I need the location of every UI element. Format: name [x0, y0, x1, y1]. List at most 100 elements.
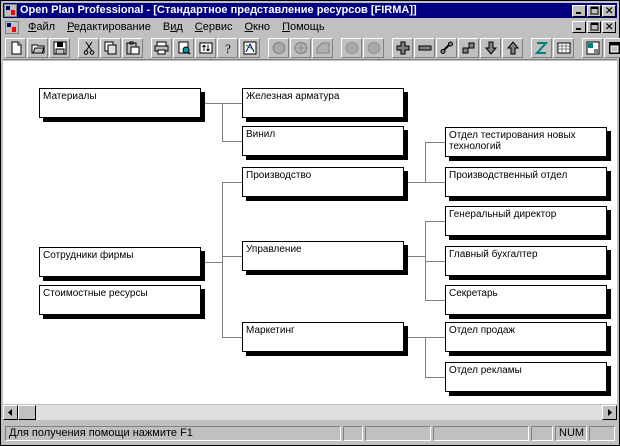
diagram-node-management[interactable]: Управление — [242, 241, 404, 271]
menu-item-service[interactable]: Сервис — [194, 21, 233, 33]
layout-icon[interactable] — [582, 37, 603, 58]
window-controls — [572, 4, 616, 17]
diagram-node-iron-fittings[interactable]: Железная арматура — [242, 88, 404, 118]
restore-button[interactable] — [587, 4, 601, 17]
connector-line — [425, 337, 426, 377]
connector-line — [222, 103, 242, 104]
diagram-node-label: Главный бухгалтер — [449, 249, 538, 260]
ellipse-filled-icon[interactable] — [268, 37, 289, 58]
horizontal-scrollbar[interactable] — [3, 405, 617, 420]
connector-line — [404, 256, 425, 257]
diagram-node-label: Отдел тестирования новых технологий — [449, 130, 576, 152]
connector-line — [425, 377, 445, 378]
connector-line — [425, 142, 426, 182]
connector-line — [201, 262, 222, 263]
status-num-indicator: NUM — [555, 426, 587, 441]
connector-line — [222, 256, 242, 257]
diagram-node-general-director[interactable]: Генеральный директор — [445, 206, 607, 236]
connector-line — [425, 142, 445, 143]
diagram-node-marketing[interactable]: Маркетинг — [242, 322, 404, 352]
connector-line — [222, 337, 242, 338]
child-minimize-button[interactable] — [572, 21, 586, 33]
menu-item-edit[interactable]: Редактирование — [67, 21, 151, 33]
ellipse-pattern-icon[interactable] — [290, 37, 311, 58]
open-folder-icon[interactable] — [27, 37, 48, 58]
document-icon[interactable] — [5, 20, 19, 34]
circle-gray2-icon[interactable] — [363, 37, 384, 58]
diagram-node-secretary[interactable]: Секретарь — [445, 285, 607, 315]
close-button[interactable] — [602, 4, 616, 17]
diagram-node-label: Отдел продаж — [449, 325, 516, 336]
connector-line — [404, 182, 425, 183]
title-bar: Open Plan Professional - [Стандартное пр… — [3, 3, 617, 18]
menu-item-view[interactable]: Вид — [162, 21, 183, 33]
svg-text:?: ? — [225, 41, 231, 55]
zigzag-icon[interactable] — [531, 37, 552, 58]
connector-line — [201, 103, 222, 104]
scroll-right-button[interactable] — [602, 405, 617, 420]
menu-item-view-label: д — [176, 21, 183, 33]
connector-line — [222, 182, 242, 183]
diagram-node-production-dept[interactable]: Производственный отдел — [445, 167, 607, 197]
menu-bar: Файл Редактирование Вид Сервис Окно Помо… — [3, 19, 617, 35]
toolbar: ? — [3, 36, 620, 60]
menu-item-edit-label: едактирование — [73, 21, 151, 33]
status-panel-4 — [531, 426, 553, 441]
print-icon[interactable] — [151, 37, 172, 58]
print-preview-icon[interactable] — [173, 37, 194, 58]
diagram-node-label: Винил — [246, 129, 276, 140]
fit-window-icon[interactable] — [604, 37, 620, 58]
connector-line — [404, 337, 425, 338]
diagram-node-label: Генеральный директор — [449, 209, 557, 220]
paste-icon[interactable] — [122, 37, 143, 58]
step-icon[interactable] — [458, 37, 479, 58]
copy-icon[interactable] — [100, 37, 121, 58]
sort-icon[interactable] — [195, 37, 216, 58]
connector-line — [425, 337, 445, 338]
scrollbar-thumb[interactable] — [18, 405, 36, 420]
diagram-node-label: Секретарь — [449, 288, 498, 299]
status-bar: Для получения помощи нажмите F1 NUM — [3, 424, 617, 443]
diagram-node-production[interactable]: Производство — [242, 167, 404, 197]
table-icon[interactable] — [553, 37, 574, 58]
diagram-node-testing-dept[interactable]: Отдел тестирования новых технологий — [445, 127, 607, 157]
scroll-left-button[interactable] — [3, 405, 18, 420]
menu-item-help-label: омощь — [289, 21, 325, 33]
diagram-node-vinyl[interactable]: Винил — [242, 126, 404, 156]
child-close-button[interactable] — [602, 21, 616, 33]
menu-item-file[interactable]: Файл — [28, 21, 56, 33]
diagram-node-sales-dept[interactable]: Отдел продаж — [445, 322, 607, 352]
child-restore-button[interactable] — [587, 21, 601, 33]
diagram-node-label: Железная арматура — [246, 91, 340, 102]
arrow-down-icon[interactable] — [480, 37, 501, 58]
diagram-node-materials[interactable]: Материалы — [39, 88, 201, 118]
minus-icon[interactable] — [414, 37, 435, 58]
save-disk-icon[interactable] — [49, 37, 70, 58]
cut-scissors-icon[interactable] — [78, 37, 99, 58]
connector-line — [425, 221, 445, 222]
scrollbar-track[interactable] — [18, 405, 602, 420]
diagram-node-ad-dept[interactable]: Отдел рекламы — [445, 362, 607, 392]
diagram-node-label: Управление — [246, 244, 302, 255]
circle-gray-icon[interactable] — [341, 37, 362, 58]
diagram-node-cost-resources[interactable]: Стоимостные ресурсы — [39, 285, 201, 315]
diagram-node-label: Отдел рекламы — [449, 365, 522, 376]
plus-icon[interactable] — [392, 37, 413, 58]
arrow-up-icon[interactable] — [502, 37, 523, 58]
new-file-icon[interactable] — [5, 37, 26, 58]
status-panel-6 — [589, 426, 615, 441]
diagram-node-staff[interactable]: Сотрудники фирмы — [39, 247, 201, 277]
diagram-node-chief-accountant[interactable]: Главный бухгалтер — [445, 246, 607, 276]
diagram-node-label: Стоимостные ресурсы — [43, 288, 148, 299]
help-question-icon[interactable]: ? — [217, 37, 238, 58]
minimize-button[interactable] — [572, 4, 586, 17]
link-icon[interactable] — [436, 37, 457, 58]
connector-line — [222, 103, 223, 141]
rounded-shape-icon[interactable] — [312, 37, 333, 58]
status-panel-1 — [343, 426, 363, 441]
menu-item-help[interactable]: Помощь — [282, 21, 325, 33]
find-icon[interactable] — [239, 37, 260, 58]
menu-item-window[interactable]: Окно — [244, 21, 271, 33]
